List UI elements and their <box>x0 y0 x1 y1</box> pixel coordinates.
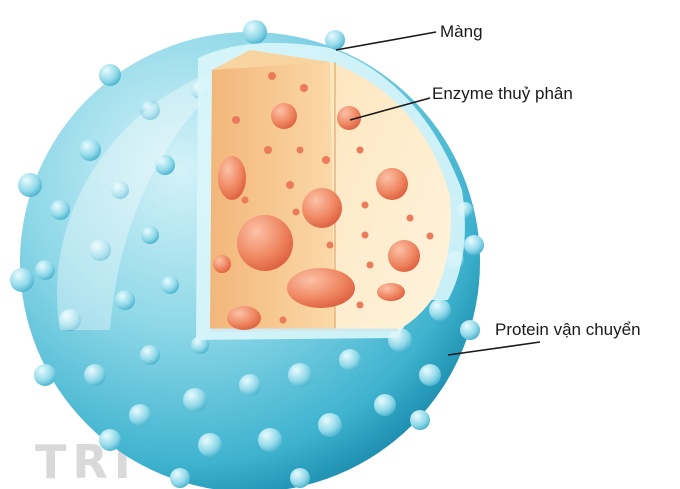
label-hydrolytic-enzyme: Enzyme thuỷ phân <box>432 84 573 103</box>
membrane-leader <box>336 32 436 50</box>
label-membrane: Màng <box>440 22 483 41</box>
label-transport-protein: Protein vận chuyển <box>495 320 641 339</box>
